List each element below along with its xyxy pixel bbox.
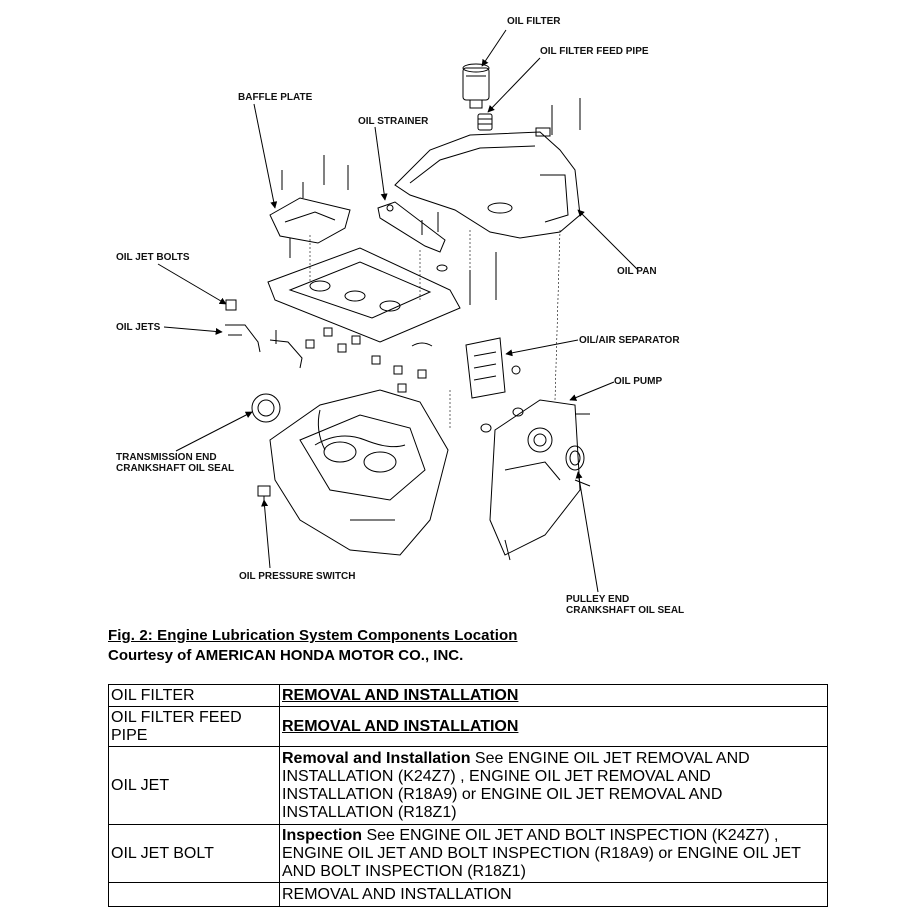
table-row: OIL JET BOLT Inspection See ENGINE OIL J… — [108, 824, 828, 883]
baffle-plate-part — [269, 155, 351, 258]
procedure-cell: REMOVAL AND INSTALLATION — [279, 684, 828, 707]
label-oil-jet-bolts: OIL JET BOLTS — [116, 252, 190, 263]
oil-pressure-switch-part — [257, 485, 271, 502]
component-cell: OIL JET BOLT — [108, 824, 280, 883]
oil-air-separator-part — [465, 337, 524, 417]
label-oil-pan: OIL PAN — [617, 266, 657, 277]
oil-strainer-part — [377, 201, 448, 272]
procedure-heading: Removal and Installation — [282, 749, 471, 767]
oil-jets-part — [225, 299, 303, 369]
label-transmission-crankshaft-seal: CRANKSHAFT OIL SEAL — [116, 463, 234, 474]
procedure-cell: Removal and Installation See ENGINE OIL … — [279, 746, 828, 825]
pulley-seal-part — [565, 445, 585, 471]
procedure-cell: Inspection See ENGINE OIL JET AND BOLT I… — [279, 824, 828, 883]
component-cell: OIL FILTER FEED PIPE — [108, 706, 280, 747]
upper-block-part — [267, 247, 497, 343]
label-oil-air-separator: OIL/AIR SEPARATOR — [579, 335, 680, 346]
label-pulley-end: PULLEY END — [566, 594, 629, 605]
procedure-heading: Inspection — [282, 826, 363, 844]
procedure-link[interactable]: REMOVAL AND INSTALLATION — [282, 686, 519, 704]
label-oil-pump: OIL PUMP — [614, 376, 662, 387]
table-row: REMOVAL AND INSTALLATION — [108, 882, 828, 907]
label-oil-strainer: OIL STRAINER — [358, 116, 429, 127]
procedure-cell: REMOVAL AND INSTALLATION — [279, 882, 828, 907]
label-oil-jets: OIL JETS — [116, 322, 161, 333]
oil-filter-feed-pipe-part — [477, 113, 493, 131]
label-pulley-crankshaft-seal: CRANKSHAFT OIL SEAL — [566, 605, 684, 616]
figure-caption-courtesy: Courtesy of AMERICAN HONDA MOTOR CO., IN… — [108, 647, 464, 664]
component-cell — [108, 882, 280, 907]
dowels-part — [305, 327, 433, 393]
procedure-cell: REMOVAL AND INSTALLATION — [279, 706, 828, 747]
label-baffle-plate: BAFFLE PLATE — [238, 92, 313, 103]
label-oil-filter: OIL FILTER — [507, 16, 561, 27]
transmission-seal-part — [251, 393, 281, 423]
procedure-text[interactable]: See ENGINE OIL JET AND BOLT INSPECTION (… — [282, 826, 801, 880]
table-row: OIL JET Removal and Installation See ENG… — [108, 746, 828, 825]
oil-filter-part — [462, 63, 490, 109]
oil-pump-part — [480, 399, 591, 561]
engine-block-part — [269, 389, 449, 556]
label-oil-filter-feed-pipe: OIL FILTER FEED PIPE — [540, 46, 649, 57]
lubrication-components-diagram: OIL FILTER OIL FILTER FEED PIPE BAFFLE P… — [116, 16, 684, 616]
component-cell: OIL JET — [108, 746, 280, 825]
procedures-table: OIL FILTER REMOVAL AND INSTALLATION OIL … — [108, 684, 828, 907]
label-transmission-end: TRANSMISSION END — [116, 452, 217, 463]
table-row: OIL FILTER REMOVAL AND INSTALLATION — [108, 684, 828, 707]
procedure-text[interactable]: REMOVAL AND INSTALLATION — [282, 885, 512, 903]
figure-caption-title: Fig. 2: Engine Lubrication System Compon… — [108, 627, 518, 644]
label-oil-pressure-switch: OIL PRESSURE SWITCH — [239, 571, 356, 582]
table-row: OIL FILTER FEED PIPE REMOVAL AND INSTALL… — [108, 706, 828, 747]
procedure-link[interactable]: REMOVAL AND INSTALLATION — [282, 717, 519, 735]
procedure-text[interactable]: See ENGINE OIL JET REMOVAL AND INSTALLAT… — [282, 749, 750, 821]
component-cell: OIL FILTER — [108, 684, 280, 707]
